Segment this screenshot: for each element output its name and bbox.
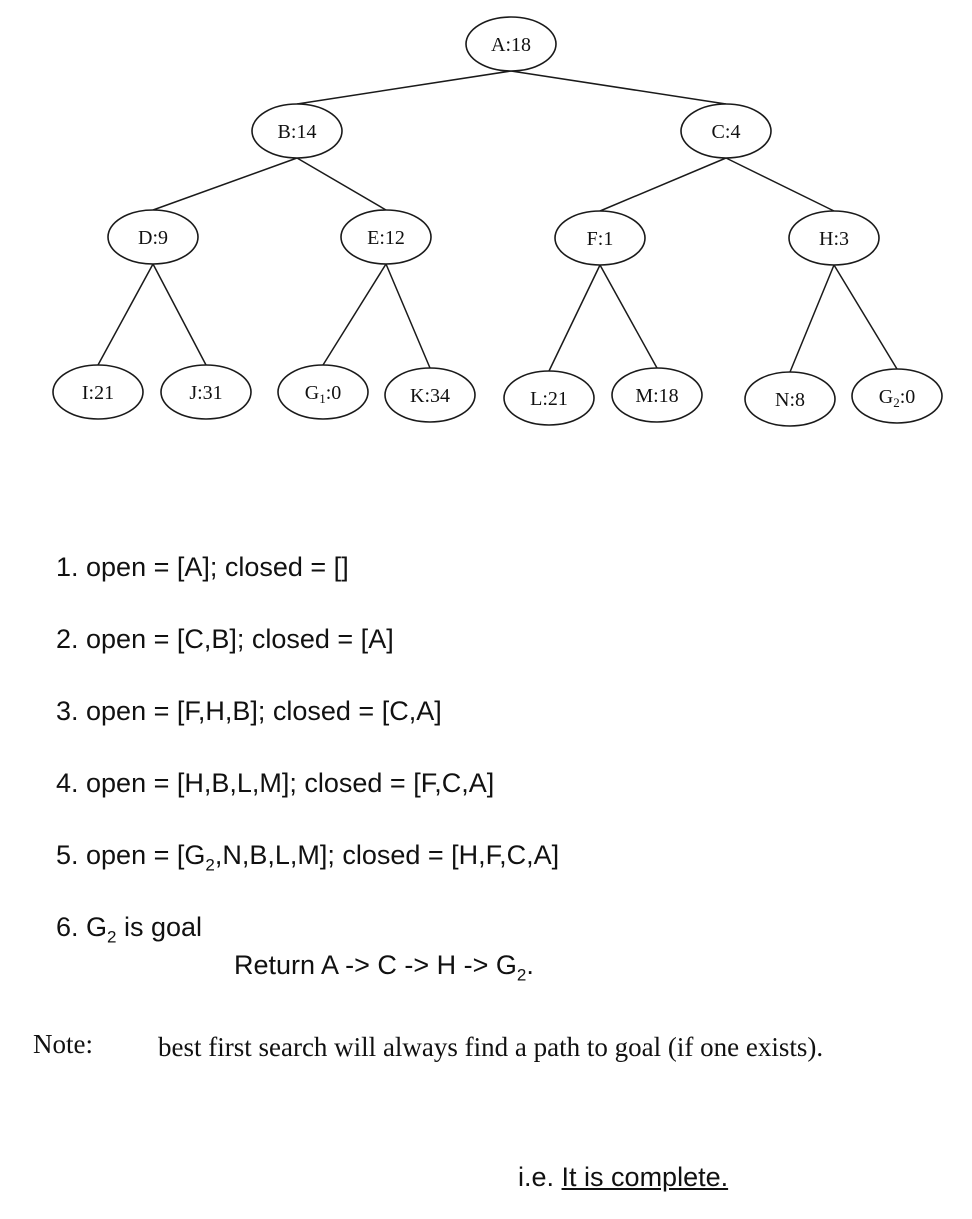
step-6: 6. G2 is goal [56,912,202,947]
node-A-ellipse [465,16,557,72]
node-B: B:14 [251,103,343,159]
step-2: 2. open = [C,B]; closed = [A] [56,624,394,655]
edge-F-L [548,264,601,372]
return-suffix: . [526,950,534,980]
step-subscript: 2 [205,855,215,875]
step-text: 6. G [56,912,108,942]
node-C-ellipse [680,103,772,159]
node-E-label: E:12 [367,227,405,249]
conclusion-prefix: i.e. [518,1162,555,1192]
node-K-ellipse [384,367,476,423]
edge-C-H [725,157,835,212]
return-subscript: 2 [516,965,527,985]
conclusion: i.e. It is complete. [518,1162,728,1193]
node-D-label: D:9 [138,227,168,249]
step-text: 1. open = [A]; closed = [] [56,552,349,582]
node-H: H:3 [788,210,880,266]
node-I: I:21 [52,364,144,420]
node-D: D:9 [107,209,199,265]
node-F-ellipse [554,210,646,266]
step-4: 4. open = [H,B,L,M]; closed = [F,C,A] [56,768,494,799]
node-A-label: A:18 [491,34,531,56]
node-G1-label: G1:0 [305,382,342,406]
edge-B-E [296,157,387,211]
step-text-suffix: ,N,B,L,M]; closed = [H,F,C,A] [214,840,560,870]
step-1: 1. open = [A]; closed = [] [56,552,349,583]
step-text: 2. open = [C,B]; closed = [A] [56,624,394,654]
node-C: C:4 [680,103,772,159]
note-text: best first search will always find a pat… [158,1032,824,1062]
node-J-ellipse [160,364,252,420]
edge-A-C [510,70,727,105]
edge-B-D [152,157,298,211]
node-I-label: I:21 [82,382,114,404]
edge-H-N [789,264,835,373]
node-N: N:8 [744,371,836,427]
edge-F-M [599,264,658,369]
conclusion-underlined: It is complete. [561,1162,729,1192]
node-M: M:18 [611,367,703,423]
tree-nodes: A:18B:14 C:4D:9 E:12 F:1 H:3I:21 J:31 G1:0 K:34… [52,16,943,427]
node-L-ellipse [503,370,595,426]
node-E-ellipse [340,209,432,265]
step-5: 5. open = [G2,N,B,L,M]; closed = [H,F,C,… [56,840,559,875]
node-M-label: M:18 [635,385,678,407]
node-H-ellipse [788,210,880,266]
node-G2-ellipse [851,368,943,424]
edge-E-K [385,263,431,369]
node-G1: G1:0 [277,364,369,420]
node-N-ellipse [744,371,836,427]
edge-H-G2 [833,264,898,370]
node-F: F:1 [554,210,646,266]
tree-edges [97,70,898,373]
edge-E-G1 [322,263,387,366]
note-label: Note: [33,1029,93,1059]
step-text: 4. open = [H,B,L,M]; closed = [F,C,A] [56,768,495,798]
edge-D-J [152,263,207,366]
step-text: 3. open = [F,H,B]; closed = [C,A] [56,696,442,726]
node-G2-label: G2:0 [879,386,916,410]
node-E: E:12 [340,209,432,265]
edge-A-B [296,70,512,105]
step-text-suffix: is goal [116,912,203,942]
node-K-label: K:34 [410,385,450,407]
node-B-ellipse [251,103,343,159]
node-I-ellipse [52,364,144,420]
node-J-label: J:31 [189,382,222,404]
node-G2: G2:0 [851,368,943,424]
node-D-ellipse [107,209,199,265]
step-3: 3. open = [F,H,B]; closed = [C,A] [56,696,442,727]
node-L: L:21 [503,370,595,426]
node-C-label: C:4 [712,121,741,143]
node-M-ellipse [611,367,703,423]
edge-C-F [599,157,727,212]
node-K: K:34 [384,367,476,423]
node-L-label: L:21 [530,388,568,410]
step-text: 5. open = [G [56,840,206,870]
node-G1-ellipse [277,364,369,420]
return-text: Return A -> C -> H -> G [234,950,517,980]
return-path: Return A -> C -> H -> G2. [234,950,534,985]
node-N-label: N:8 [775,389,805,411]
node-A: A:18 [465,16,557,72]
node-B-label: B:14 [278,121,317,143]
node-F-label: F:1 [587,228,614,250]
step-subscript: 2 [107,927,117,947]
search-tree: A:18B:14 C:4D:9 E:12 F:1 H:3I:21 J:31 G1:0 K:34… [52,16,943,427]
node-H-label: H:3 [819,228,849,250]
node-J: J:31 [160,364,252,420]
edge-D-I [97,263,154,366]
